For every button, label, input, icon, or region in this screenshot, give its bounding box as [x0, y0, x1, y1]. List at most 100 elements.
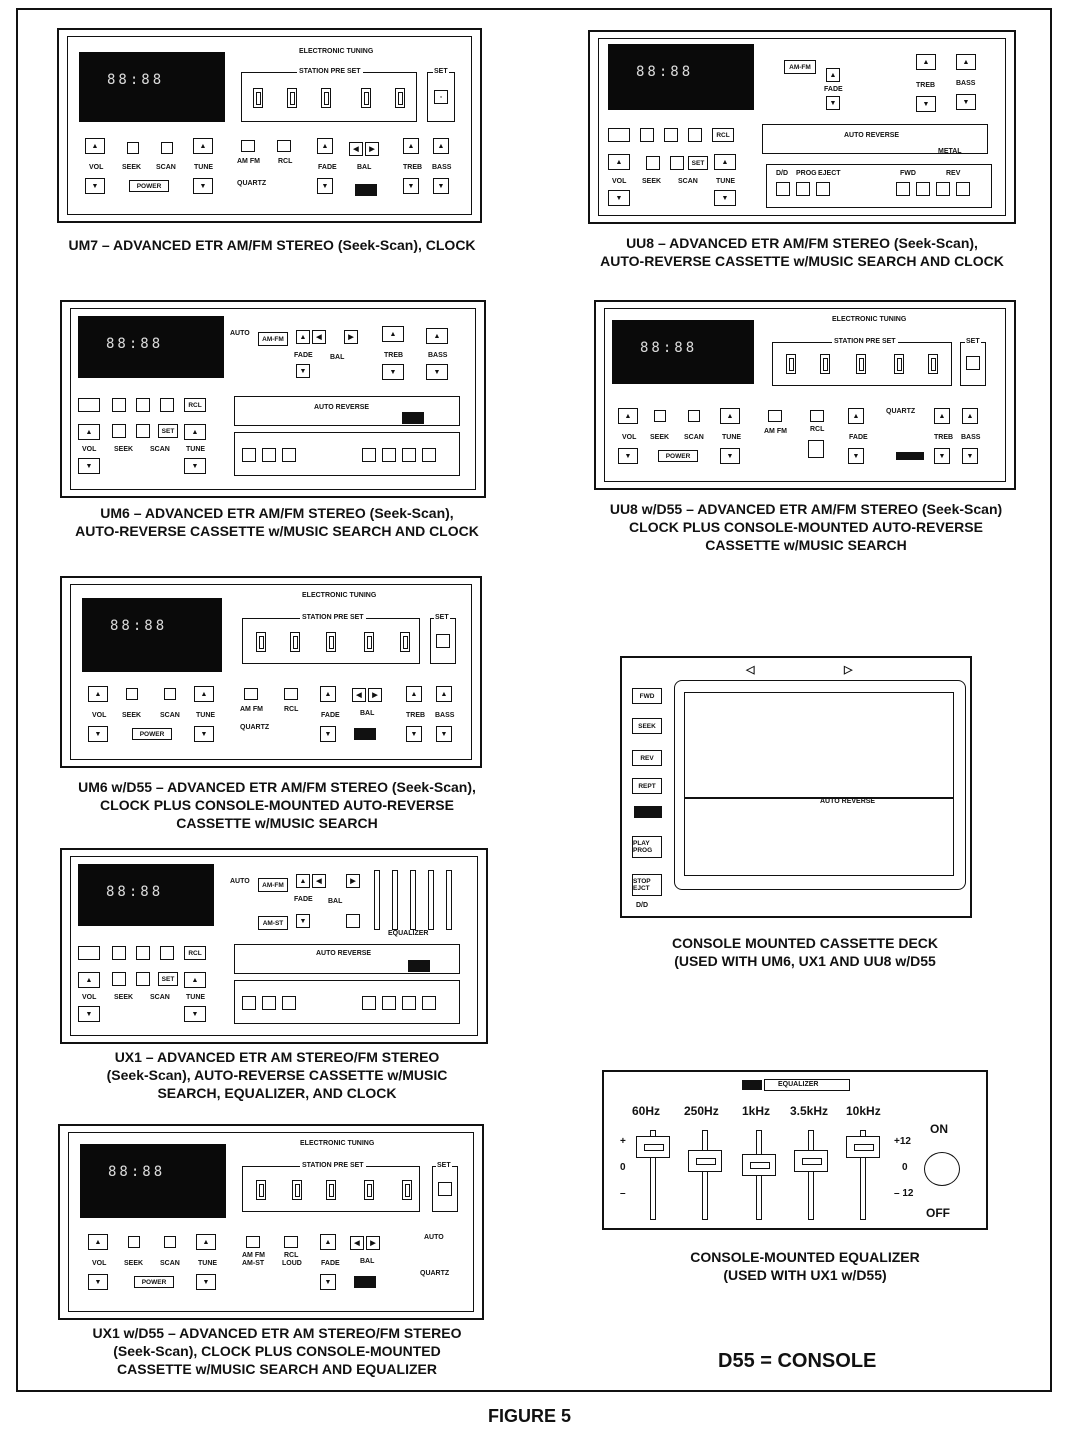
ux1d55-vol-down-button[interactable]: ▼ [88, 1274, 108, 1290]
um6d55-preset-4[interactable] [364, 632, 374, 652]
um6-function-button-4[interactable] [160, 398, 174, 412]
ux1d55-bal-right-button[interactable]: ▶ [366, 1236, 380, 1250]
ux1d55-tune-down-button[interactable]: ▼ [196, 1274, 216, 1290]
ux1d55-fade-down-button[interactable]: ▼ [320, 1274, 336, 1290]
uu8d55-preset-4[interactable] [894, 354, 904, 374]
uu8-treb-down-button[interactable]: ▼ [916, 96, 936, 112]
uu8-set-button[interactable]: SET [688, 156, 708, 170]
uu8d55-preset-5[interactable] [928, 354, 938, 374]
uu8-tune-up-button[interactable]: ▲ [714, 154, 736, 170]
um7-set-button[interactable]: ▫ [434, 90, 448, 104]
um7-bass-down-button[interactable]: ▼ [433, 178, 449, 194]
um7-tune-up-button[interactable]: ▲ [193, 138, 213, 154]
um6-bal-left-button[interactable]: ◀ [312, 330, 326, 344]
uu8d55-vol-up-button[interactable]: ▲ [618, 408, 638, 424]
uu8d55-bass-down-button[interactable]: ▼ [962, 448, 978, 464]
um6-fade-down-button[interactable]: ▼ [296, 364, 310, 378]
um7-preset-5[interactable] [395, 88, 405, 108]
ux1-seek-tape-button[interactable] [382, 996, 396, 1010]
ux1-bal-right-button[interactable]: ▶ [346, 874, 360, 888]
um6-vol-down-button[interactable]: ▼ [78, 458, 100, 474]
um7-power-button[interactable]: POWER [129, 180, 169, 192]
uu8d55-fade-down-button[interactable]: ▼ [848, 448, 864, 464]
uu8d55-treb-down-button[interactable]: ▼ [934, 448, 950, 464]
um7-preset-3[interactable] [321, 88, 331, 108]
ux1d55-tune-up-button[interactable]: ▲ [196, 1234, 216, 1250]
ux1-tune-up-button[interactable]: ▲ [184, 972, 206, 988]
um6d55-seek-button[interactable] [126, 688, 138, 700]
uu8d55-tune-up-button[interactable]: ▲ [720, 408, 740, 424]
ux1-function-button-3[interactable] [136, 946, 150, 960]
um7-vol-up-button[interactable]: ▲ [85, 138, 105, 154]
um6-bass-down-button[interactable]: ▼ [426, 364, 448, 380]
ux1-do-button[interactable] [242, 996, 256, 1010]
ux1-prog-button[interactable] [262, 996, 276, 1010]
um6-prog-button[interactable] [262, 448, 276, 462]
um6-rev-button[interactable] [402, 448, 416, 462]
uu8-rcl-button[interactable]: RCL [712, 128, 734, 142]
ux1-eject-button[interactable] [282, 996, 296, 1010]
ux1-scan-button[interactable] [136, 972, 150, 986]
ux1-function-button-1[interactable] [78, 946, 100, 960]
um6-function-button-3[interactable] [136, 398, 150, 412]
um6-fade-up-button[interactable]: ▲ [296, 330, 310, 344]
um6-fwd-button[interactable] [362, 448, 376, 462]
uu8-fade-up-button[interactable]: ▲ [826, 68, 840, 82]
ux1-eq-slider-250[interactable] [392, 870, 398, 930]
um6d55-tune-up-button[interactable]: ▲ [194, 686, 214, 702]
ux1-loud-button[interactable] [346, 914, 360, 928]
um7-tune-down-button[interactable]: ▼ [193, 178, 213, 194]
um6-rcl-button[interactable]: RCL [184, 398, 206, 412]
uu8d55-power-button[interactable]: POWER [658, 450, 698, 462]
uu8d55-set-button[interactable] [966, 356, 980, 370]
ux1-tune-down-button[interactable]: ▼ [184, 1006, 206, 1022]
ux1d55-preset-5[interactable] [402, 1180, 412, 1200]
um6d55-preset-1[interactable] [256, 632, 266, 652]
um6-set-button[interactable]: SET [158, 424, 178, 438]
uu8-function-button-2[interactable] [640, 128, 654, 142]
um6d55-treb-down-button[interactable]: ▼ [406, 726, 422, 742]
um6d55-bal-left-button[interactable]: ◀ [352, 688, 366, 702]
ux1d55-seek-button[interactable] [128, 1236, 140, 1248]
deck-play-prog-button[interactable]: PLAY PROG [632, 836, 662, 858]
uu8-bass-down-button[interactable]: ▼ [956, 94, 976, 110]
uu8-treb-up-button[interactable]: ▲ [916, 54, 936, 70]
um6-seek-button[interactable] [112, 424, 126, 438]
ux1-amfm-button[interactable]: AM-FM [258, 878, 288, 892]
ux1d55-power-button[interactable]: POWER [134, 1276, 174, 1288]
ux1-vol-up-button[interactable]: ▲ [78, 972, 100, 988]
uu8-function-button-3[interactable] [664, 128, 678, 142]
ux1-fade-up-button[interactable]: ▲ [296, 874, 310, 888]
ux1d55-set-button[interactable] [438, 1182, 452, 1196]
um7-bal-right-button[interactable]: ▶ [365, 142, 379, 156]
um7-vol-down-button[interactable]: ▼ [85, 178, 105, 194]
um6-seek-tape-button[interactable] [382, 448, 396, 462]
eq-slider-250[interactable] [688, 1150, 722, 1172]
uu8-tune-down-button[interactable]: ▼ [714, 190, 736, 206]
um6-vol-up-button[interactable]: ▲ [78, 424, 100, 440]
deck-fwd-button[interactable]: FWD [632, 688, 662, 704]
um6-eject-button[interactable] [282, 448, 296, 462]
ux1-eq-slider-10k[interactable] [446, 870, 452, 930]
um6d55-amfm-button[interactable] [244, 688, 258, 700]
uu8-bass-up-button[interactable]: ▲ [956, 54, 976, 70]
um7-treb-up-button[interactable]: ▲ [403, 138, 419, 154]
um6d55-preset-5[interactable] [400, 632, 410, 652]
uu8d55-vol-down-button[interactable]: ▼ [618, 448, 638, 464]
um6d55-preset-2[interactable] [290, 632, 300, 652]
eq-slider-10k[interactable] [846, 1136, 880, 1158]
um7-bass-up-button[interactable]: ▲ [433, 138, 449, 154]
um6d55-fade-up-button[interactable]: ▲ [320, 686, 336, 702]
uu8-vol-down-button[interactable]: ▼ [608, 190, 630, 206]
uu8d55-seek-button[interactable] [654, 410, 666, 422]
um7-seek-button[interactable] [127, 142, 139, 154]
ux1-vol-down-button[interactable]: ▼ [78, 1006, 100, 1022]
uu8-function-button-4[interactable] [688, 128, 702, 142]
um6-bal-right-button[interactable]: ▶ [344, 330, 358, 344]
um6d55-treb-up-button[interactable]: ▲ [406, 686, 422, 702]
ux1d55-preset-1[interactable] [256, 1180, 266, 1200]
uu8-scan-button[interactable] [670, 156, 684, 170]
deck-stop-eject-button[interactable]: STOP EJCT [632, 874, 662, 896]
um6d55-tune-down-button[interactable]: ▼ [194, 726, 214, 742]
um7-scan-button[interactable] [161, 142, 173, 154]
